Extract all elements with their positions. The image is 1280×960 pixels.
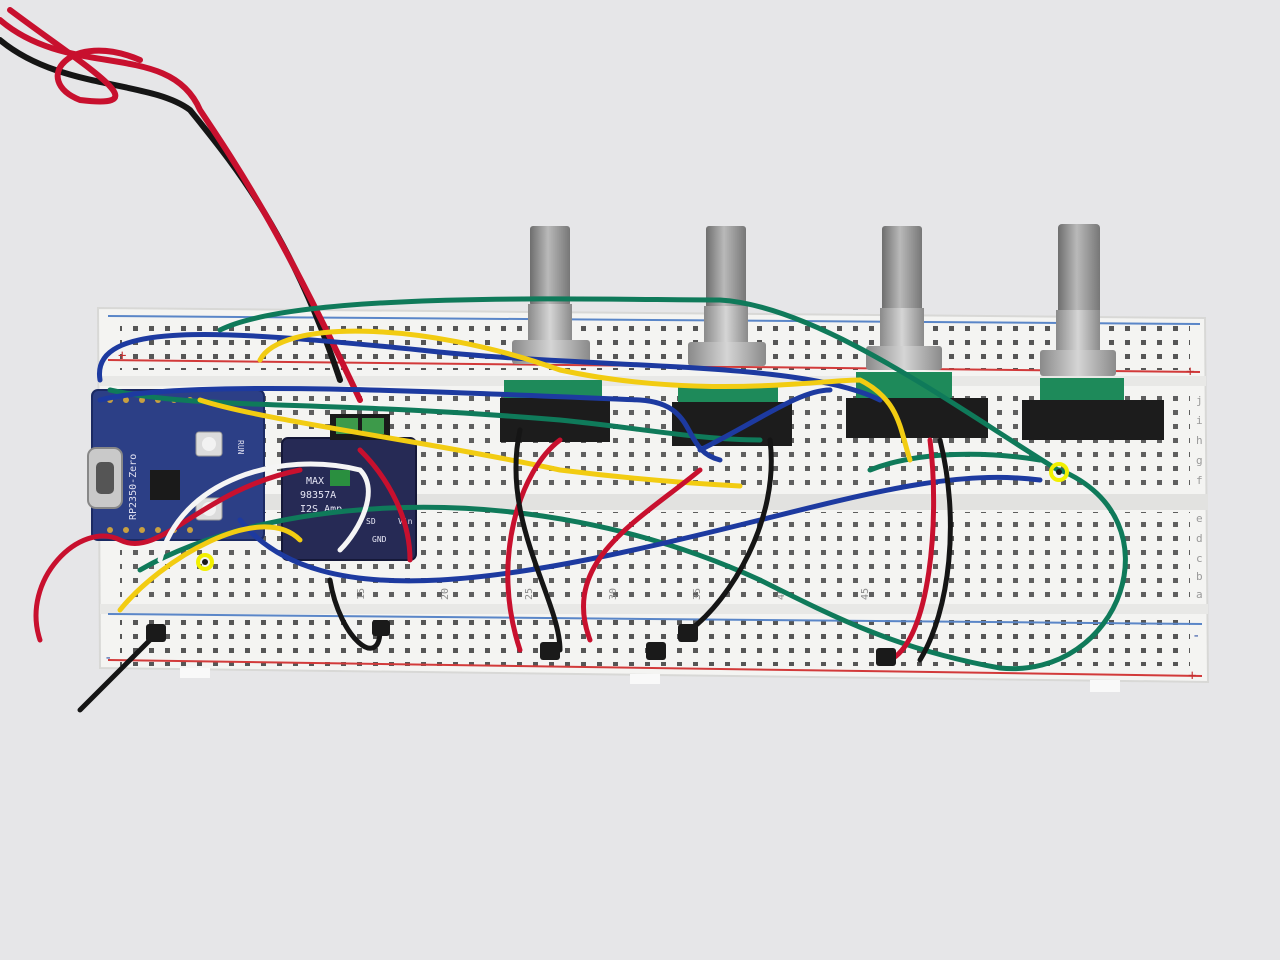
wire-blue-mid (97, 385, 723, 463)
amp-board: MAX 98357A I2S Amp Vin GND SD (281, 414, 417, 561)
col-20: 20 (440, 588, 451, 600)
row-letter-c: c (1196, 552, 1203, 565)
wire-green-long (137, 467, 1128, 672)
col-25: 25 (524, 588, 535, 600)
wire-yellow-left (117, 524, 303, 613)
row-letter-g: g (1196, 454, 1203, 467)
wire-red-enc3 (887, 437, 937, 663)
wire-black-amp (327, 577, 383, 651)
mcu-run-label: RUN (236, 440, 245, 455)
annotation-markers (196, 462, 1069, 571)
row-letter-b: b (1196, 570, 1203, 583)
amp-label-line3: I2S Amp (300, 504, 342, 515)
bottom-rail-red-line (107, 659, 1203, 677)
encoder-4-thread (1056, 310, 1100, 352)
wire-red-enc2 (581, 467, 703, 643)
rail-plus-bottom: + (1188, 668, 1196, 684)
encoder-4-shaft (1058, 224, 1100, 314)
marker-right (1049, 462, 1069, 482)
row-letter-a: a (1196, 588, 1203, 601)
encoder-2-shaft (706, 226, 746, 310)
wire-red-amp (357, 447, 413, 563)
mcu-chip (150, 470, 180, 500)
row-letter-i: i (1196, 414, 1203, 427)
encoder-1-shaft (530, 226, 570, 306)
wire-plugs (146, 620, 896, 666)
col-15: 15 (356, 588, 367, 600)
bottom-rail-blue-line (107, 613, 1203, 625)
jumper-wires (0, 7, 1128, 713)
encoder-3-thread (880, 308, 924, 348)
col-30: 30 (608, 588, 619, 600)
rail-plus-top: + (1186, 364, 1194, 380)
encoder-3-shaft (882, 226, 922, 312)
rail-minus-bottom: - (1192, 628, 1200, 644)
row-letter-d: d (1196, 532, 1203, 545)
wire-black-enc3 (917, 437, 953, 663)
marker-left (196, 553, 214, 571)
wire-white (157, 461, 371, 563)
wire-red-left (33, 467, 303, 643)
amp-label-line1: MAX (306, 476, 324, 487)
lower-terminal-strip (120, 512, 1190, 602)
mcu-label: RP2350-Zero (128, 454, 139, 520)
wire-green-top (217, 296, 1061, 473)
top-rail-blue-line (107, 315, 1201, 325)
row-letter-e: e (1196, 512, 1203, 525)
wire-blue-long (237, 474, 1043, 584)
encoder-4[interactable] (1022, 224, 1164, 440)
encoder-1-thread (528, 304, 572, 342)
amp-pin-gnd: GND (372, 535, 387, 544)
col-45: 45 (860, 588, 871, 600)
wire-black-enc2 (687, 437, 774, 633)
rail-minus-left: - (104, 650, 112, 666)
row-letter-j: j (1196, 394, 1203, 407)
wire-black-enc1 (513, 427, 563, 653)
row-letter-h: h (1196, 434, 1203, 447)
amp-pin-sd: SD (366, 517, 376, 526)
wire-blue-short (697, 387, 833, 453)
row-letter-f: f (1196, 474, 1203, 487)
wire-blue-top (97, 332, 883, 403)
rail-plus-left: + (118, 348, 126, 364)
wire-green-mid (107, 387, 763, 443)
amp-label-line2: 98357A (300, 490, 336, 501)
power-lead-loop (7, 7, 143, 105)
col-35: 35 (692, 588, 703, 600)
wire-green-short (867, 451, 1043, 473)
col-40: 40 (776, 588, 787, 600)
encoder-2-thread (704, 306, 748, 344)
wire-red-enc1 (505, 437, 563, 653)
wire-yellow-top (257, 328, 913, 463)
